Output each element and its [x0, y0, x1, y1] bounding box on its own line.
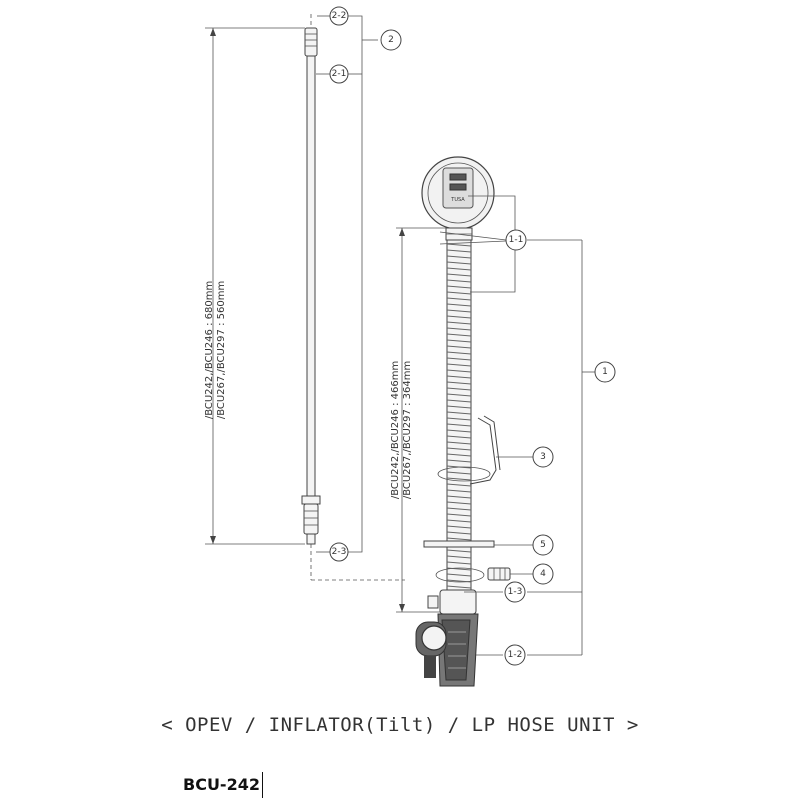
hose-band	[423, 540, 495, 548]
callout-4: 4	[532, 563, 554, 585]
corrugated-hose	[446, 239, 472, 591]
svg-text:1-1: 1-1	[509, 235, 524, 245]
callout-1-1: 1-1	[505, 229, 527, 251]
svg-text:3: 3	[540, 452, 546, 462]
inflator-length-line1: /BCU242,/BCU246 : 466mm	[390, 361, 401, 499]
inflator-length-dimension: /BCU242,/BCU246 : 466mm /BCU267,/BCU297 …	[390, 227, 446, 613]
callout-5: 5	[532, 534, 554, 556]
callout-1: 1	[594, 361, 616, 383]
svg-text:2: 2	[388, 35, 394, 45]
svg-text:1-2: 1-2	[508, 650, 523, 660]
hose-length-line2: /BCU267,/BCU297 : 560mm	[216, 281, 227, 419]
model-number: BCU-242	[183, 775, 260, 794]
text-cursor	[262, 772, 263, 798]
hose-clip	[437, 415, 501, 485]
valve-brand-label: TUSA	[450, 197, 465, 203]
svg-text:2-2: 2-2	[332, 11, 347, 21]
callout-2: 2	[380, 29, 402, 51]
opev-valve: TUSA	[421, 156, 495, 241]
callout-3: 3	[532, 446, 554, 468]
diagram-title: < OPEV / INFLATOR(Tilt) / LP HOSE UNIT >	[161, 714, 639, 736]
svg-text:5: 5	[540, 540, 546, 550]
callout-1-2: 1-2	[504, 644, 526, 666]
inflator-body	[415, 589, 479, 687]
lp-hose	[301, 14, 405, 581]
callout-2-1: 2-1	[329, 64, 349, 84]
callout-2-3: 2-3	[329, 542, 349, 562]
inflator-length-line2: /BCU267,/BCU297 : 364mm	[402, 361, 413, 499]
svg-text:4: 4	[540, 569, 546, 579]
callout-1-3: 1-3	[504, 581, 526, 603]
callout-2-2: 2-2	[329, 6, 349, 26]
hose-length-line1: /BCU242,/BCU246 : 680mm	[204, 281, 215, 419]
svg-text:2-3: 2-3	[332, 547, 347, 557]
svg-text:1-3: 1-3	[508, 587, 523, 597]
svg-text:1: 1	[602, 367, 608, 377]
hose-length-dimension: /BCU242,/BCU246 : 680mm /BCU267,/BCU297 …	[204, 27, 305, 545]
inflator-callout-leaders	[439, 195, 595, 656]
hose-callout-leaders	[316, 15, 378, 553]
svg-text:2-1: 2-1	[332, 69, 347, 79]
